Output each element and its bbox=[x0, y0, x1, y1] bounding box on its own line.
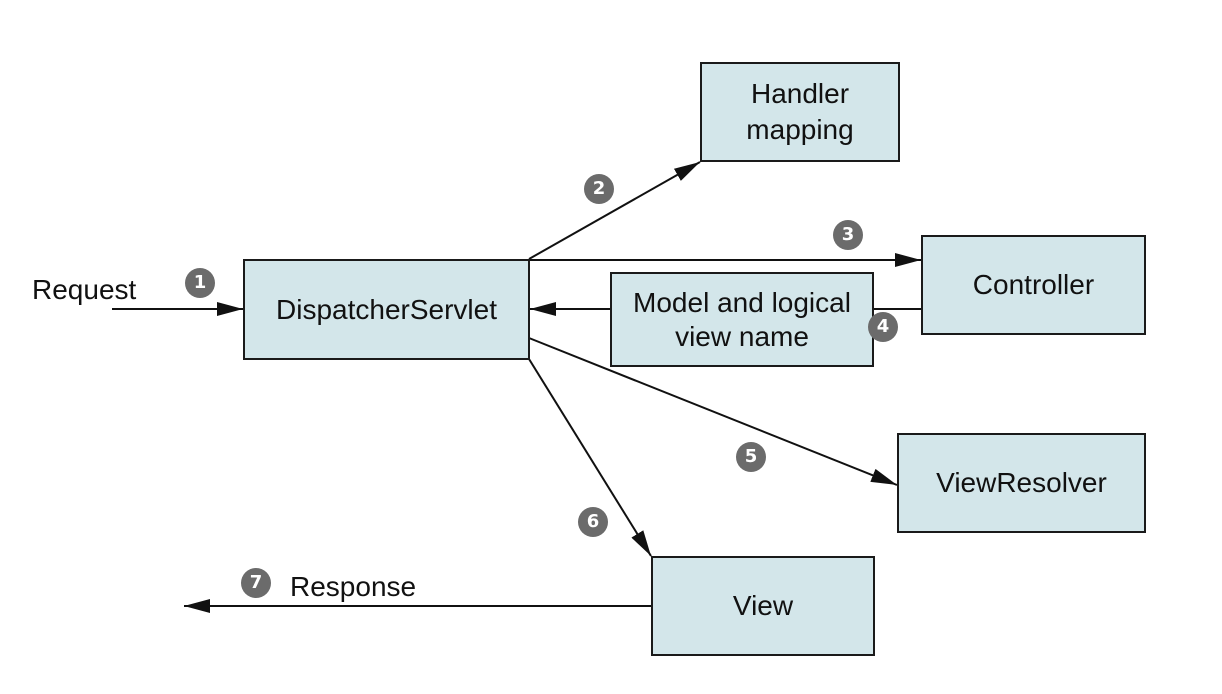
step-2-badge: 2 bbox=[584, 174, 614, 204]
step-6-badge: 6 bbox=[578, 507, 608, 537]
model-view-name-label: Model and logical view name bbox=[633, 286, 851, 352]
step-5-badge: 5 bbox=[736, 442, 766, 472]
request-label: Request bbox=[32, 274, 137, 305]
controller-label: Controller bbox=[972, 269, 1095, 300]
view-resolver-label: ViewResolver bbox=[936, 467, 1107, 498]
handler-mapping-label: Handler mapping bbox=[746, 78, 854, 145]
handler-mapping-box: Handler mapping bbox=[700, 62, 900, 162]
view-box: View bbox=[651, 556, 875, 656]
dispatcher-servlet-label: DispatcherServlet bbox=[276, 293, 497, 325]
step-1-badge: 1 bbox=[185, 268, 215, 298]
response-label: Response bbox=[290, 571, 417, 602]
view-label: View bbox=[732, 590, 794, 621]
controller-box: Controller bbox=[921, 235, 1146, 335]
dispatcher-servlet-box: DispatcherServlet bbox=[243, 259, 530, 360]
step-4-badge: 4 bbox=[868, 312, 898, 342]
step-3-badge: 3 bbox=[833, 220, 863, 250]
view-arrow bbox=[528, 358, 652, 557]
step-7-badge: 7 bbox=[241, 568, 271, 598]
view-resolver-box: ViewResolver bbox=[897, 433, 1146, 533]
handler-mapping-arrow bbox=[528, 161, 701, 260]
model-view-name-box: Model and logical view name bbox=[610, 272, 874, 367]
view-resolver-arrow bbox=[528, 337, 898, 486]
